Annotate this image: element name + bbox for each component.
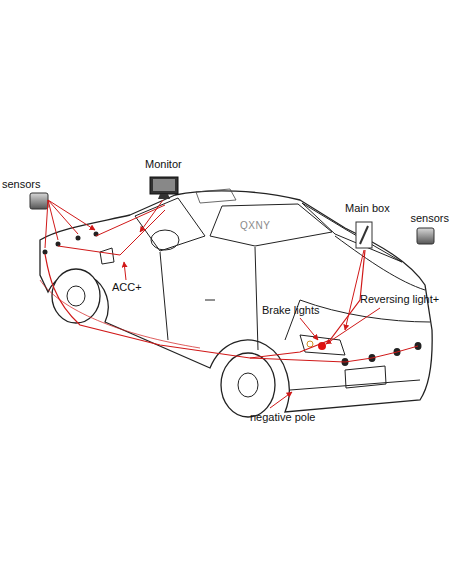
watermark: QXNY [240,220,270,232]
part-label: Monitor [145,158,182,171]
part-label: sensors [2,178,41,191]
part-label: sensors [410,212,449,225]
part-label: ACC+ [112,281,142,294]
part-label: Reversing light+ [360,293,439,306]
part-label: negative pole [250,411,315,424]
part-label: Main box [345,202,390,215]
part-label: Brake lights [262,304,319,317]
